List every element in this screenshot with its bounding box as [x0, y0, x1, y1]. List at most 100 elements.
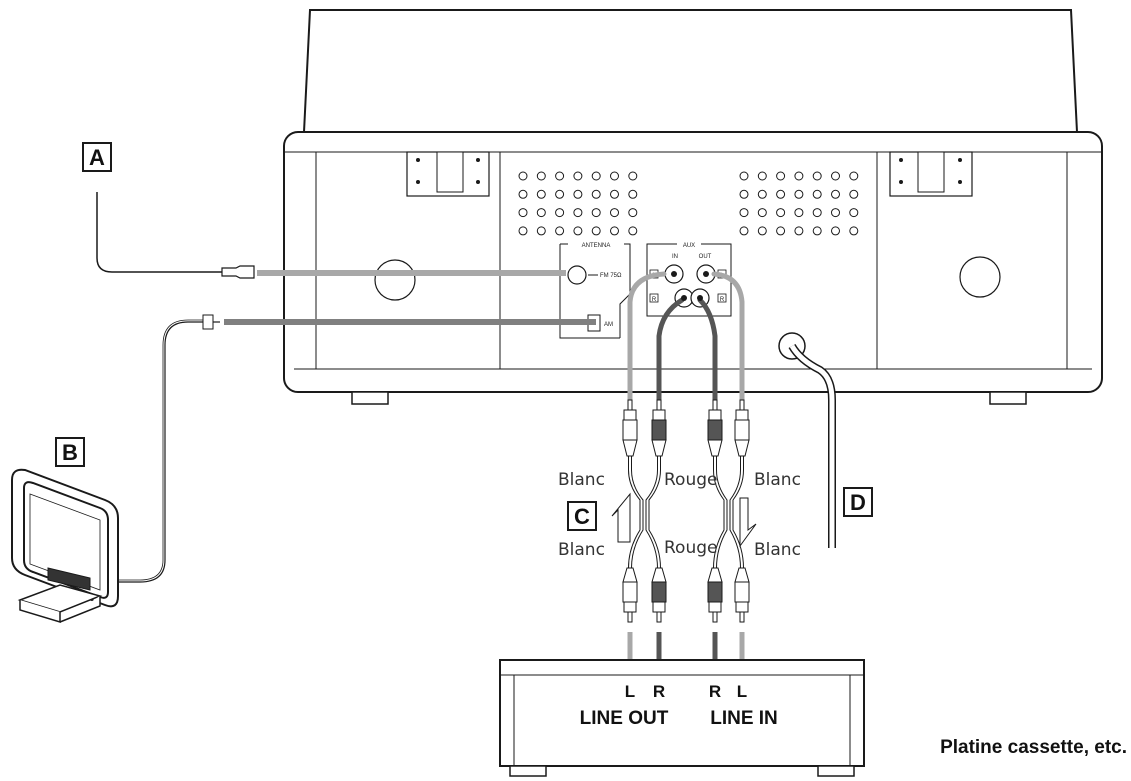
vent-hole	[628, 189, 638, 199]
deck-r1: R	[653, 682, 665, 701]
am-label: AM	[604, 322, 613, 328]
vent-hole	[518, 208, 528, 218]
vent-hole	[518, 171, 528, 181]
unit-lid	[302, 9, 1079, 133]
vent-hole	[555, 189, 565, 199]
vent-hole	[831, 171, 840, 181]
aux-in-label: IN	[672, 254, 678, 260]
vent-hole	[555, 226, 565, 236]
twisted-wire	[713, 456, 744, 569]
callout-b: B	[55, 437, 85, 467]
fm-jack	[567, 265, 587, 285]
vent-hole	[628, 208, 638, 218]
vent-hole	[573, 226, 583, 236]
vent-hole	[536, 189, 546, 199]
vent-hole	[794, 226, 804, 236]
aux-title: AUX	[683, 243, 695, 249]
callout-b-text: B	[62, 440, 78, 465]
label-blanc-lower-right: Blanc	[754, 540, 801, 560]
am-loop-antenna	[11, 314, 596, 624]
vent-hole	[776, 171, 786, 181]
right-vent-grille	[739, 171, 859, 236]
label-rouge-upper: Rouge	[664, 470, 717, 490]
left-hinge-icon	[406, 151, 490, 197]
left-grommet	[374, 259, 416, 301]
label-blanc-lower-left: Blanc	[558, 540, 605, 560]
cable-line-out-r	[656, 297, 685, 411]
vent-hole	[628, 226, 638, 236]
vent-hole	[757, 208, 767, 218]
vent-hole	[794, 208, 804, 218]
vent-hole	[518, 226, 528, 236]
callout-d: D	[843, 487, 873, 517]
vent-hole	[628, 171, 638, 181]
callout-c: C	[567, 501, 597, 531]
antenna-title: ANTENNA	[582, 243, 611, 249]
arrow-up-icon	[611, 492, 631, 543]
deck-l1: L	[625, 682, 635, 701]
vent-hole	[776, 226, 786, 236]
vent-hole	[591, 189, 601, 199]
vent-hole	[776, 208, 786, 218]
vent-hole	[555, 208, 565, 218]
callout-c-text: C	[574, 504, 590, 529]
vent-hole	[849, 208, 859, 218]
vent-hole	[591, 208, 601, 218]
vent-hole	[610, 226, 619, 236]
cable-line-out-l	[627, 271, 667, 411]
vent-hole	[536, 171, 546, 181]
deck-caption: Platine cassette, etc.	[940, 737, 1127, 758]
aux-cables	[627, 271, 745, 411]
vent-hole	[518, 189, 528, 199]
rca-plug	[707, 399, 723, 457]
vent-hole	[610, 208, 619, 218]
vent-hole	[555, 171, 565, 181]
rca-cable-set	[622, 399, 750, 682]
cassette-deck: L R R L LINE OUT LINE IN	[499, 659, 865, 777]
vent-hole	[831, 226, 840, 236]
aux-r-right: R	[720, 297, 725, 303]
vent-hole	[573, 171, 583, 181]
line-in-label: LINE IN	[710, 708, 778, 729]
vent-hole	[739, 189, 749, 199]
vent-hole	[812, 208, 822, 218]
vent-hole	[573, 189, 583, 199]
vent-hole	[849, 226, 859, 236]
vent-hole	[536, 208, 546, 218]
callout-d-text: D	[850, 490, 866, 515]
right-hinge-icon	[889, 151, 973, 197]
rca-plug	[651, 567, 667, 623]
vent-hole	[757, 171, 767, 181]
line-out-label: LINE OUT	[580, 708, 669, 729]
vent-hole	[812, 171, 822, 181]
vent-hole	[739, 171, 749, 181]
cable-line-in-r	[697, 297, 718, 411]
vent-hole	[573, 208, 583, 218]
power-cord	[778, 332, 836, 548]
vent-hole	[591, 226, 601, 236]
vent-hole	[610, 171, 619, 181]
vent-hole	[812, 189, 822, 199]
rca-plug	[622, 399, 638, 457]
label-blanc-upper-left: Blanc	[558, 470, 605, 490]
aux-out-label: OUT	[699, 254, 712, 260]
callout-a-text: A	[89, 145, 105, 170]
vent-hole	[812, 226, 822, 236]
vent-hole	[831, 189, 840, 199]
label-blanc-upper-right: Blanc	[754, 470, 801, 490]
vent-hole	[849, 171, 859, 181]
rca-plug	[651, 399, 667, 457]
arrow-down-icon	[739, 497, 757, 548]
aux-panel: AUX IN OUT L R L R	[646, 240, 732, 317]
rca-plug	[734, 567, 750, 623]
fm-antenna-wire	[96, 192, 566, 279]
rca-plug	[734, 399, 750, 457]
left-vent-grille	[518, 171, 638, 236]
vent-hole	[776, 189, 786, 199]
vent-hole	[794, 171, 804, 181]
vent-hole	[610, 189, 619, 199]
callout-a: A	[82, 142, 112, 172]
vent-hole	[536, 226, 546, 236]
label-rouge-lower: Rouge	[664, 538, 717, 558]
